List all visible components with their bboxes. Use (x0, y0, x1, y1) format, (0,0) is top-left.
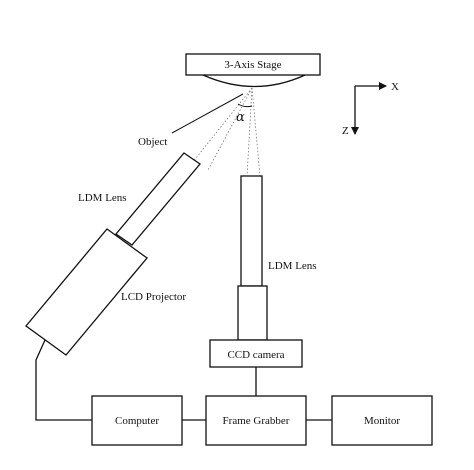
projector-lens-label: LDM Lens (78, 192, 127, 204)
camera-ray-right (251, 87, 261, 177)
ccd-camera-label: CCD camera (227, 349, 284, 361)
lcd-projector-body (25, 228, 148, 356)
x-axis-label: X (391, 81, 399, 93)
camera-lens-body (240, 175, 263, 287)
computer-label: Computer (115, 415, 159, 427)
frame-grabber-label: Frame Grabber (223, 415, 290, 427)
projector-lens-body (115, 152, 201, 246)
object-label: Object (138, 136, 167, 148)
signal-connections (35, 339, 332, 421)
projector-ray-lower (207, 87, 253, 171)
lcd-projector-label: LCD Projector (121, 291, 186, 303)
stage-box (185, 53, 321, 76)
projector-to-computer-cable (35, 339, 92, 421)
camera-body (237, 285, 268, 341)
monitor-box (331, 395, 433, 446)
angle-label: α (236, 110, 245, 125)
stage-assembly: 3-Axis Stage (185, 53, 321, 88)
projector-ray-upper (191, 87, 253, 164)
z-axis-label: Z (342, 125, 349, 137)
camera-ray-left (246, 87, 253, 177)
object-curve (202, 74, 306, 88)
stage-label: 3-Axis Stage (224, 59, 281, 71)
object-leader-line (171, 93, 244, 134)
camera-lens-label: LDM Lens (268, 260, 317, 272)
frame-grabber-box (205, 395, 307, 446)
angle-arc (237, 103, 253, 108)
axes-indicator: X Z (342, 81, 399, 137)
monitor-label: Monitor (364, 415, 400, 427)
computer-box (91, 395, 183, 446)
